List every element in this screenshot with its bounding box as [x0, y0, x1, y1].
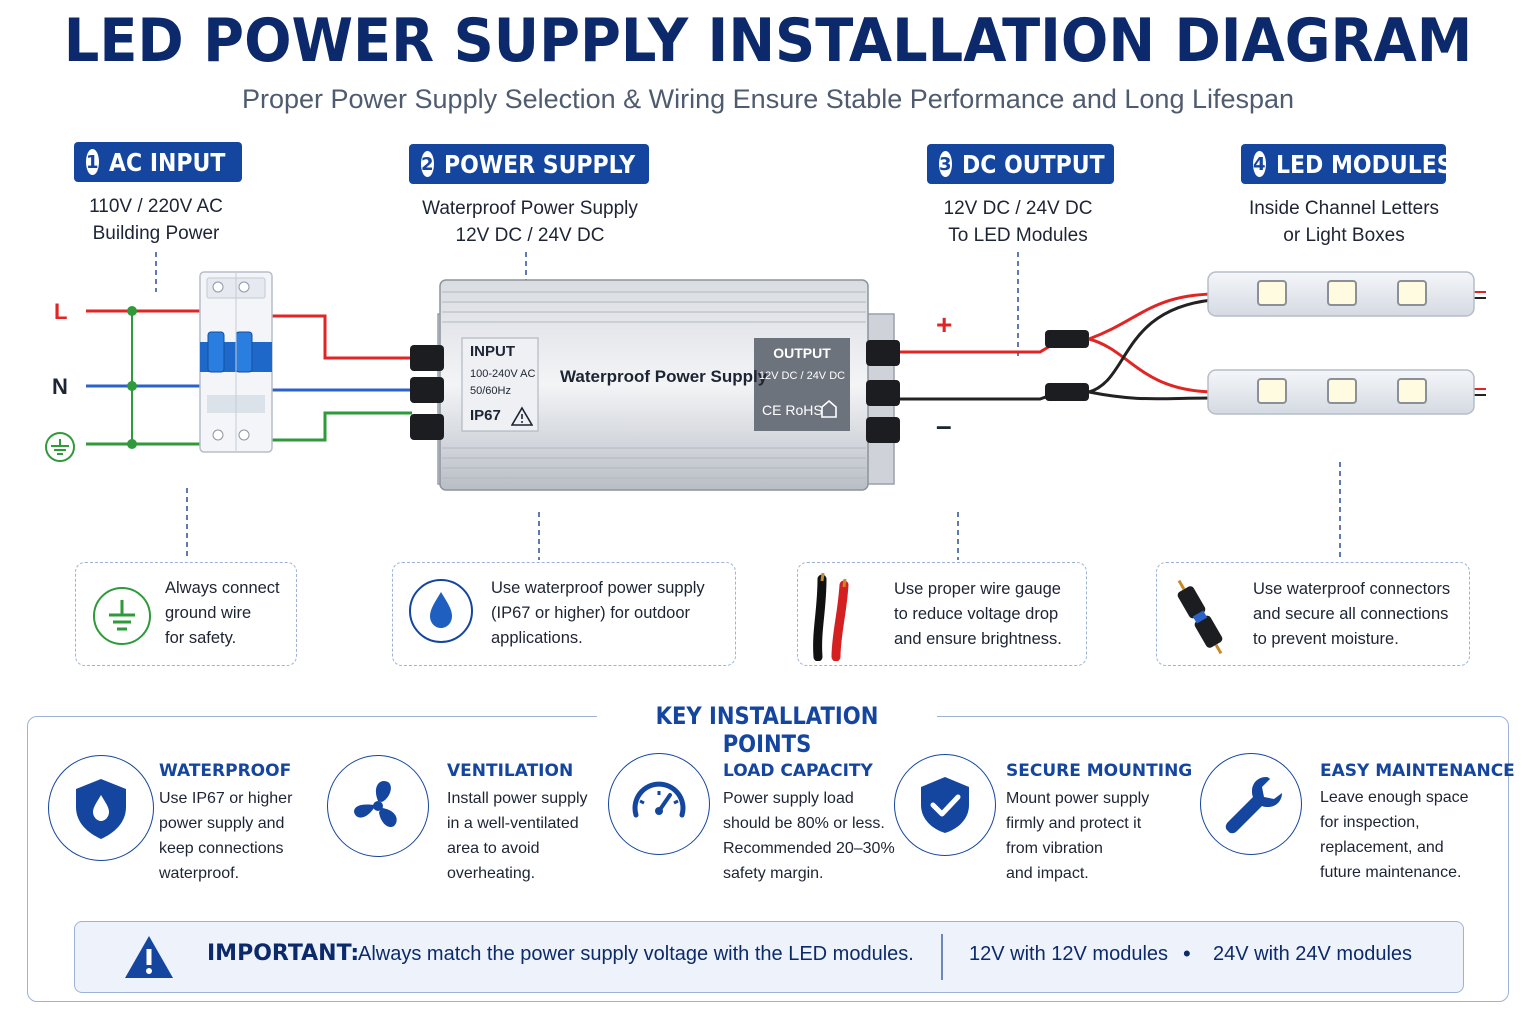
step-ac-input-badge: 1 AC INPUT	[74, 142, 242, 182]
wiring-diagram	[45, 252, 1486, 560]
led-module-bottom	[1207, 369, 1475, 415]
step-desc-line: or Light Boxes	[1283, 225, 1405, 246]
step-ac-input-desc: 110V / 220V AC Building Power	[60, 193, 252, 247]
tip-line: for safety.	[165, 629, 237, 647]
step-desc-line: Inside Channel Letters	[1248, 198, 1440, 219]
step-power-supply-desc: Waterproof Power Supply 12V DC / 24V DC	[400, 195, 660, 249]
tip-line: Use waterproof power supply	[491, 579, 705, 597]
ac-wires	[86, 306, 412, 449]
tip-line: Use proper wire gauge	[894, 580, 1061, 598]
step-desc-line: 12V DC / 24V DC	[943, 198, 1093, 219]
tip-line: applications.	[491, 629, 583, 647]
step-label: AC INPUT	[108, 147, 225, 177]
gauge-icon	[608, 753, 710, 855]
ps-output-title: OUTPUT	[773, 345, 831, 361]
point-heading: WATERPROOF	[159, 761, 292, 781]
ps-name: Waterproof Power Supply	[560, 367, 768, 386]
tip-line: to prevent moisture.	[1253, 630, 1399, 648]
tip-line: ground wire	[165, 604, 252, 622]
page-title: LED POWER SUPPLY INSTALLATION DIAGRAM	[63, 6, 1473, 76]
tip-connectors: Use waterproof connectors and secure all…	[1156, 562, 1470, 666]
tip-wire-gauge: Use proper wire gauge to reduce voltage …	[797, 562, 1087, 666]
important-label: IMPORTANT:	[207, 941, 360, 966]
tip-ground: Always connect ground wire for safety.	[75, 562, 297, 666]
ps-input-spec2: 50/60Hz	[470, 385, 511, 397]
point-heading: VENTILATION	[447, 761, 574, 781]
tip-line: and secure all connections	[1253, 605, 1449, 623]
shield-drop-icon	[48, 755, 154, 861]
voltage-12v-note: 12V with 12V modules	[969, 943, 1169, 965]
wrench-icon	[1200, 753, 1302, 855]
bullet-separator: •	[1183, 941, 1191, 966]
divider	[941, 934, 943, 980]
point-heading: LOAD CAPACITY	[723, 761, 873, 781]
step-label: DC OUTPUT	[961, 149, 1105, 179]
tip-line: (IP67 or higher) for outdoor	[491, 604, 691, 622]
step-number: 3	[939, 151, 952, 177]
important-message: Always match the power supply voltage wi…	[358, 943, 914, 965]
circuit-breaker-device	[199, 271, 273, 453]
step-dc-output-desc: 12V DC / 24V DC To LED Modules	[910, 195, 1126, 249]
step-dc-output-badge: 3 DC OUTPUT	[927, 144, 1114, 184]
step-desc-line: 12V DC / 24V DC	[455, 225, 605, 246]
step-number: 1	[86, 149, 99, 175]
fan-icon	[327, 755, 429, 857]
ground-icon	[93, 587, 151, 645]
ps-cert-marks: CE RoHS	[762, 402, 823, 418]
step-power-supply-badge: 2 POWER SUPPLY	[409, 144, 649, 184]
callout-dashed-lines	[155, 252, 1341, 560]
ps-output-spec: 12V DC / 24V DC	[758, 370, 846, 382]
waterproof-power-supply-device	[410, 279, 900, 491]
positive-label: +	[936, 309, 953, 340]
tip-line: and ensure brightness.	[894, 630, 1062, 648]
house-icon	[821, 399, 837, 418]
step-led-modules-desc: Inside Channel Letters or Light Boxes	[1224, 195, 1464, 249]
ps-input-spec1: 100-240V AC	[470, 368, 536, 380]
ps-rating: IP67	[470, 407, 501, 424]
led-module-top	[1207, 271, 1475, 317]
point-heading: EASY MAINTENANCE	[1320, 761, 1515, 781]
point-heading: SECURE MOUNTING	[1006, 761, 1193, 781]
dc-wires	[900, 291, 1486, 401]
water-drop-icon	[409, 579, 473, 643]
step-led-modules-badge: 4 LED MODULES	[1241, 144, 1452, 184]
important-banner: IMPORTANT: Always match the power supply…	[74, 921, 1464, 993]
step-number: 2	[421, 151, 434, 177]
tip-line: to reduce voltage drop	[894, 605, 1059, 623]
connector-icon	[1177, 579, 1223, 655]
voltage-24v-note: 24V with 24V modules	[1213, 943, 1413, 965]
wire-gauge-icon	[813, 572, 849, 661]
step-label: POWER SUPPLY	[443, 149, 635, 179]
step-desc-line: To LED Modules	[948, 225, 1088, 246]
warning-icon	[125, 936, 173, 978]
ground-symbol	[45, 432, 75, 462]
tip-line: Always connect	[165, 579, 280, 597]
tip-waterproof-supply: Use waterproof power supply (IP67 or hig…	[392, 562, 736, 666]
tip-line: Use waterproof connectors	[1253, 580, 1451, 598]
step-label: LED MODULES	[1275, 149, 1453, 179]
page-subtitle: Proper Power Supply Selection & Wiring E…	[241, 84, 1295, 114]
neutral-wire-label: N	[52, 374, 68, 399]
live-wire-label: L	[54, 299, 68, 324]
warning-triangle-icon	[511, 406, 533, 426]
shield-check-icon	[894, 754, 996, 856]
step-desc-line: Building Power	[92, 223, 220, 244]
negative-label: –	[936, 410, 952, 441]
step-number: 4	[1253, 151, 1266, 177]
ps-input-title: INPUT	[470, 343, 515, 360]
step-desc-line: 110V / 220V AC	[89, 196, 223, 217]
key-points-title: KEY INSTALLATION POINTS	[597, 702, 937, 758]
step-desc-line: Waterproof Power Supply	[422, 198, 638, 219]
